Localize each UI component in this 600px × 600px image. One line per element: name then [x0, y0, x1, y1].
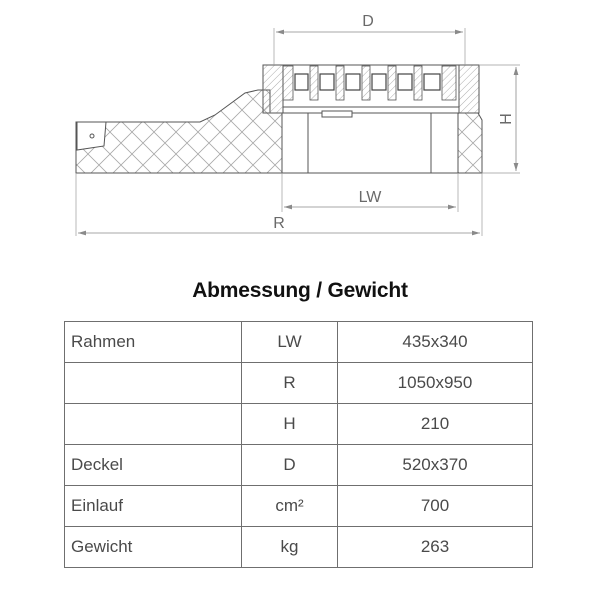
value-cell: 700 — [337, 485, 533, 527]
dimension-label-h: H — [498, 113, 515, 125]
component-cell: Deckel — [64, 444, 242, 486]
dimension-label-r: R — [273, 215, 285, 232]
symbol-cell: H — [241, 403, 338, 445]
table-row: Deckel D 520x370 — [64, 444, 533, 486]
value-cell: 520x370 — [337, 444, 533, 486]
dimension-r: R — [75, 173, 483, 236]
grate-cover — [262, 64, 480, 114]
symbol-cell: R — [241, 362, 338, 404]
dimension-h: H — [479, 64, 520, 174]
table-row: H 210 — [64, 403, 533, 445]
dimension-label-lw: LW — [359, 189, 383, 206]
symbol-cell: LW — [241, 321, 338, 363]
table-row: R 1050x950 — [64, 362, 533, 404]
component-cell: Gewicht — [64, 526, 242, 568]
symbol-cell: kg — [241, 526, 338, 568]
value-cell: 1050x950 — [337, 362, 533, 404]
table-row: Rahmen LW 435x340 — [64, 321, 533, 363]
dimensions-weight-table: Rahmen LW 435x340 R 1050x950 H 210 Decke… — [64, 321, 533, 568]
table-row: Gewicht kg 263 — [64, 526, 533, 568]
dimension-label-d: D — [362, 13, 374, 30]
symbol-cell: D — [241, 444, 338, 486]
component-cell: Rahmen — [64, 321, 242, 363]
value-cell: 210 — [337, 403, 533, 445]
symbol-cell: cm² — [241, 485, 338, 527]
component-cell — [64, 362, 242, 404]
dimension-d: D — [273, 13, 466, 65]
component-cell: Einlauf — [64, 485, 242, 527]
table-row: Einlauf cm² 700 — [64, 485, 533, 527]
frame-opening — [281, 110, 459, 174]
component-cell — [64, 403, 242, 445]
dimension-lw: LW — [281, 173, 459, 212]
value-cell: 263 — [337, 526, 533, 568]
concrete-ring-right — [457, 112, 483, 174]
table-title: Abmessung / Gewicht — [192, 279, 408, 302]
value-cell: 435x340 — [337, 321, 533, 363]
concrete-base-section — [75, 89, 283, 174]
technical-drawing: D H LW R — [75, 13, 520, 236]
